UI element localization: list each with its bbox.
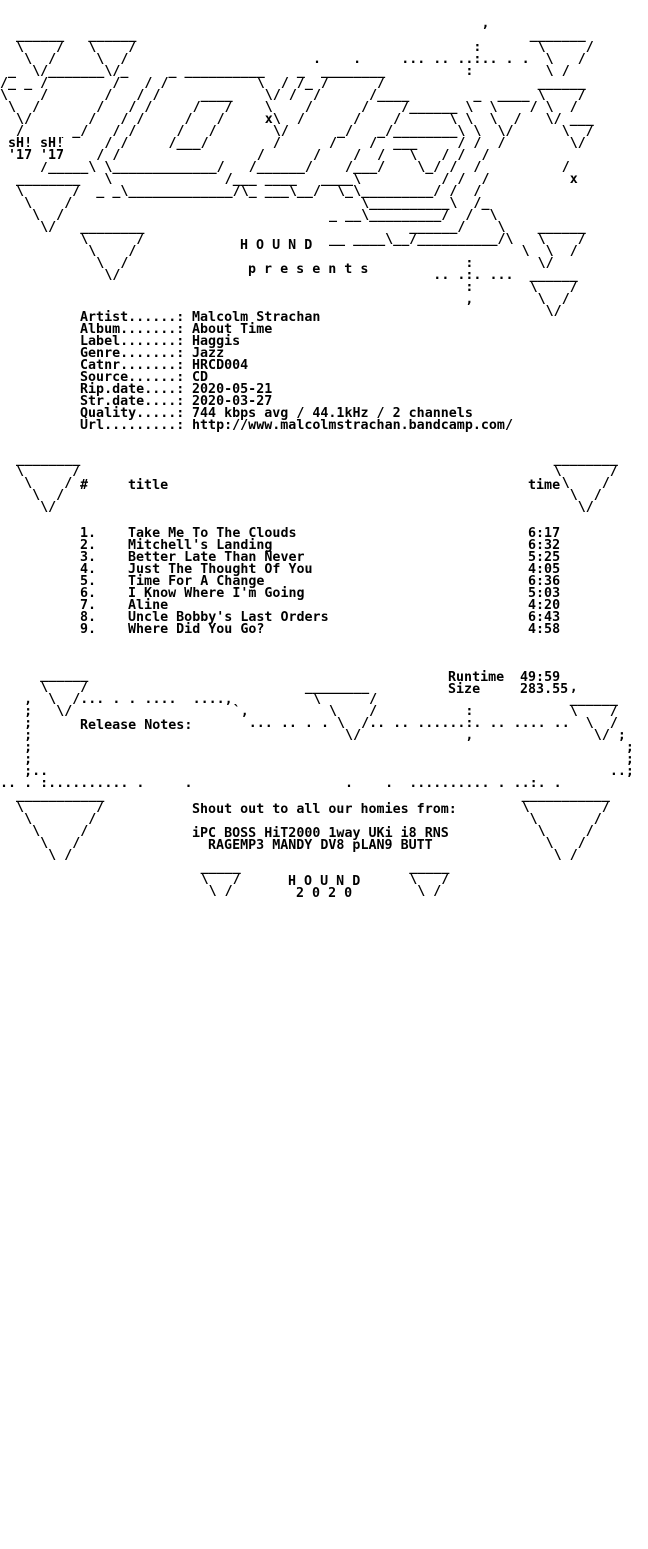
source-value: CD — [192, 370, 209, 385]
col-title-header: title — [128, 478, 169, 493]
ascii-logo-art: , ______ ______ _______ \ / \ / : \ / \ … — [0, 16, 634, 899]
shout-heading: Shout out to all our homies from: — [192, 802, 457, 817]
table-row: 9. Where Did You Go? 4:58 — [0, 623, 648, 1248]
catnr-value: HRCD004 — [192, 358, 249, 373]
col-num-header: # — [80, 478, 89, 493]
release-notes-label: Release Notes: — [80, 718, 193, 733]
track-num: 6. — [80, 586, 97, 601]
table-row: 5. Time For A Change 6:36 — [0, 575, 648, 912]
track-num: 7. — [80, 598, 97, 613]
track-title: Take Me To The Clouds — [128, 526, 297, 541]
track-num: 2. — [80, 538, 97, 553]
track-title: Time For A Change — [128, 574, 265, 589]
track-time: 4:58 — [528, 622, 561, 637]
track-title: Uncle Bobby's Last Orders — [128, 610, 329, 625]
table-row: 7. Aline 4:20 — [0, 599, 648, 1080]
table-row: 6. I Know Where I'm Going 5:03 — [0, 587, 648, 996]
track-title: Mitchell's Landing — [128, 538, 273, 553]
tracklist: # title time 1. Take Me To The Clouds 6:… — [0, 444, 648, 1272]
catnr-label: Catnr.......: — [80, 358, 185, 373]
genre-label: Genre.......: — [80, 346, 185, 361]
url-label: Url.........: — [80, 418, 185, 433]
table-row: 2. Mitchell's Landing 6:32 — [0, 539, 648, 660]
track-time: 4:20 — [528, 598, 561, 613]
ripdate-value: 2020-05-21 — [192, 382, 273, 397]
shout-line-2: RAGEMP3 MANDY DV8 pLAN9 BUTT — [208, 838, 433, 853]
track-time: 6:17 — [528, 526, 561, 541]
table-row: 3. Better Late Than Never 5:25 — [0, 551, 648, 744]
artist-label: Artist......: — [80, 310, 185, 325]
footer-year: 2 0 2 0 — [296, 886, 353, 901]
track-title: Better Late Than Never — [128, 550, 305, 565]
track-time: 6:36 — [528, 574, 561, 589]
col-time-header: time — [528, 478, 561, 493]
shout-line-1: iPC BOSS HiT2000 1way UKi i8 RNS — [192, 826, 449, 841]
artist-value: Malcolm Strachan — [192, 310, 321, 325]
quality-value: 744 kbps avg / 44.1kHz / 2 channels — [192, 406, 473, 421]
track-num: 3. — [80, 550, 97, 565]
track-num: 5. — [80, 574, 97, 589]
runtime-label: Runtime — [448, 670, 505, 685]
size-value: 283.55 — [520, 682, 569, 697]
track-num: 1. — [80, 526, 97, 541]
table-row: 8. Uncle Bobby's Last Orders 6:43 — [0, 611, 648, 1164]
footer-group: H O U N D — [288, 874, 361, 889]
track-time: 5:03 — [528, 586, 561, 601]
ripdate-label: Rip.date....: — [80, 382, 185, 397]
strdate-label: Str.date....: — [80, 394, 185, 409]
table-row: 1. Take Me To The Clouds 6:17 — [0, 516, 648, 576]
genre-value: Jazz — [192, 346, 225, 361]
track-title: Where Did You Go? — [128, 622, 265, 637]
nfo-document: , ______ ______ _______ \ / \ / : \ / \ … — [0, 16, 648, 901]
album-value: About Time — [192, 322, 273, 337]
track-title: I Know Where I'm Going — [128, 586, 305, 601]
track-title: Just The Thought Of You — [128, 562, 313, 577]
url-value: http://www.malcolmstrachan.bandcamp.com/ — [192, 418, 513, 433]
artist-tag: sH! — [40, 136, 65, 151]
track-time: 6:32 — [528, 538, 561, 553]
track-time: 6:43 — [528, 610, 561, 625]
label-value: Haggis — [192, 334, 241, 349]
track-num: 8. — [80, 610, 97, 625]
size-label: Size — [448, 682, 481, 697]
runtime-value: 49:59 — [520, 670, 561, 685]
source-label: Source......: — [80, 370, 185, 385]
label-label: Label.......: — [80, 334, 185, 349]
artist-tag-year: '17 — [40, 148, 65, 163]
strdate-value: 2020-03-27 — [192, 394, 273, 409]
album-label: Album.......: — [80, 322, 185, 337]
release-info: Artist......: Malcolm Strachan Album....… — [0, 132, 648, 432]
presents-text: p r e s e n t s — [248, 262, 369, 277]
group-name: H O U N D — [240, 238, 313, 253]
track-time: 5:25 — [528, 550, 561, 565]
track-num: 4. — [80, 562, 97, 577]
quality-label: Quality.....: — [80, 406, 185, 421]
track-time: 4:05 — [528, 562, 561, 577]
table-row: 4. Just The Thought Of You 4:05 — [0, 563, 648, 828]
track-title: Aline — [128, 598, 169, 613]
track-num: 9. — [80, 622, 97, 637]
